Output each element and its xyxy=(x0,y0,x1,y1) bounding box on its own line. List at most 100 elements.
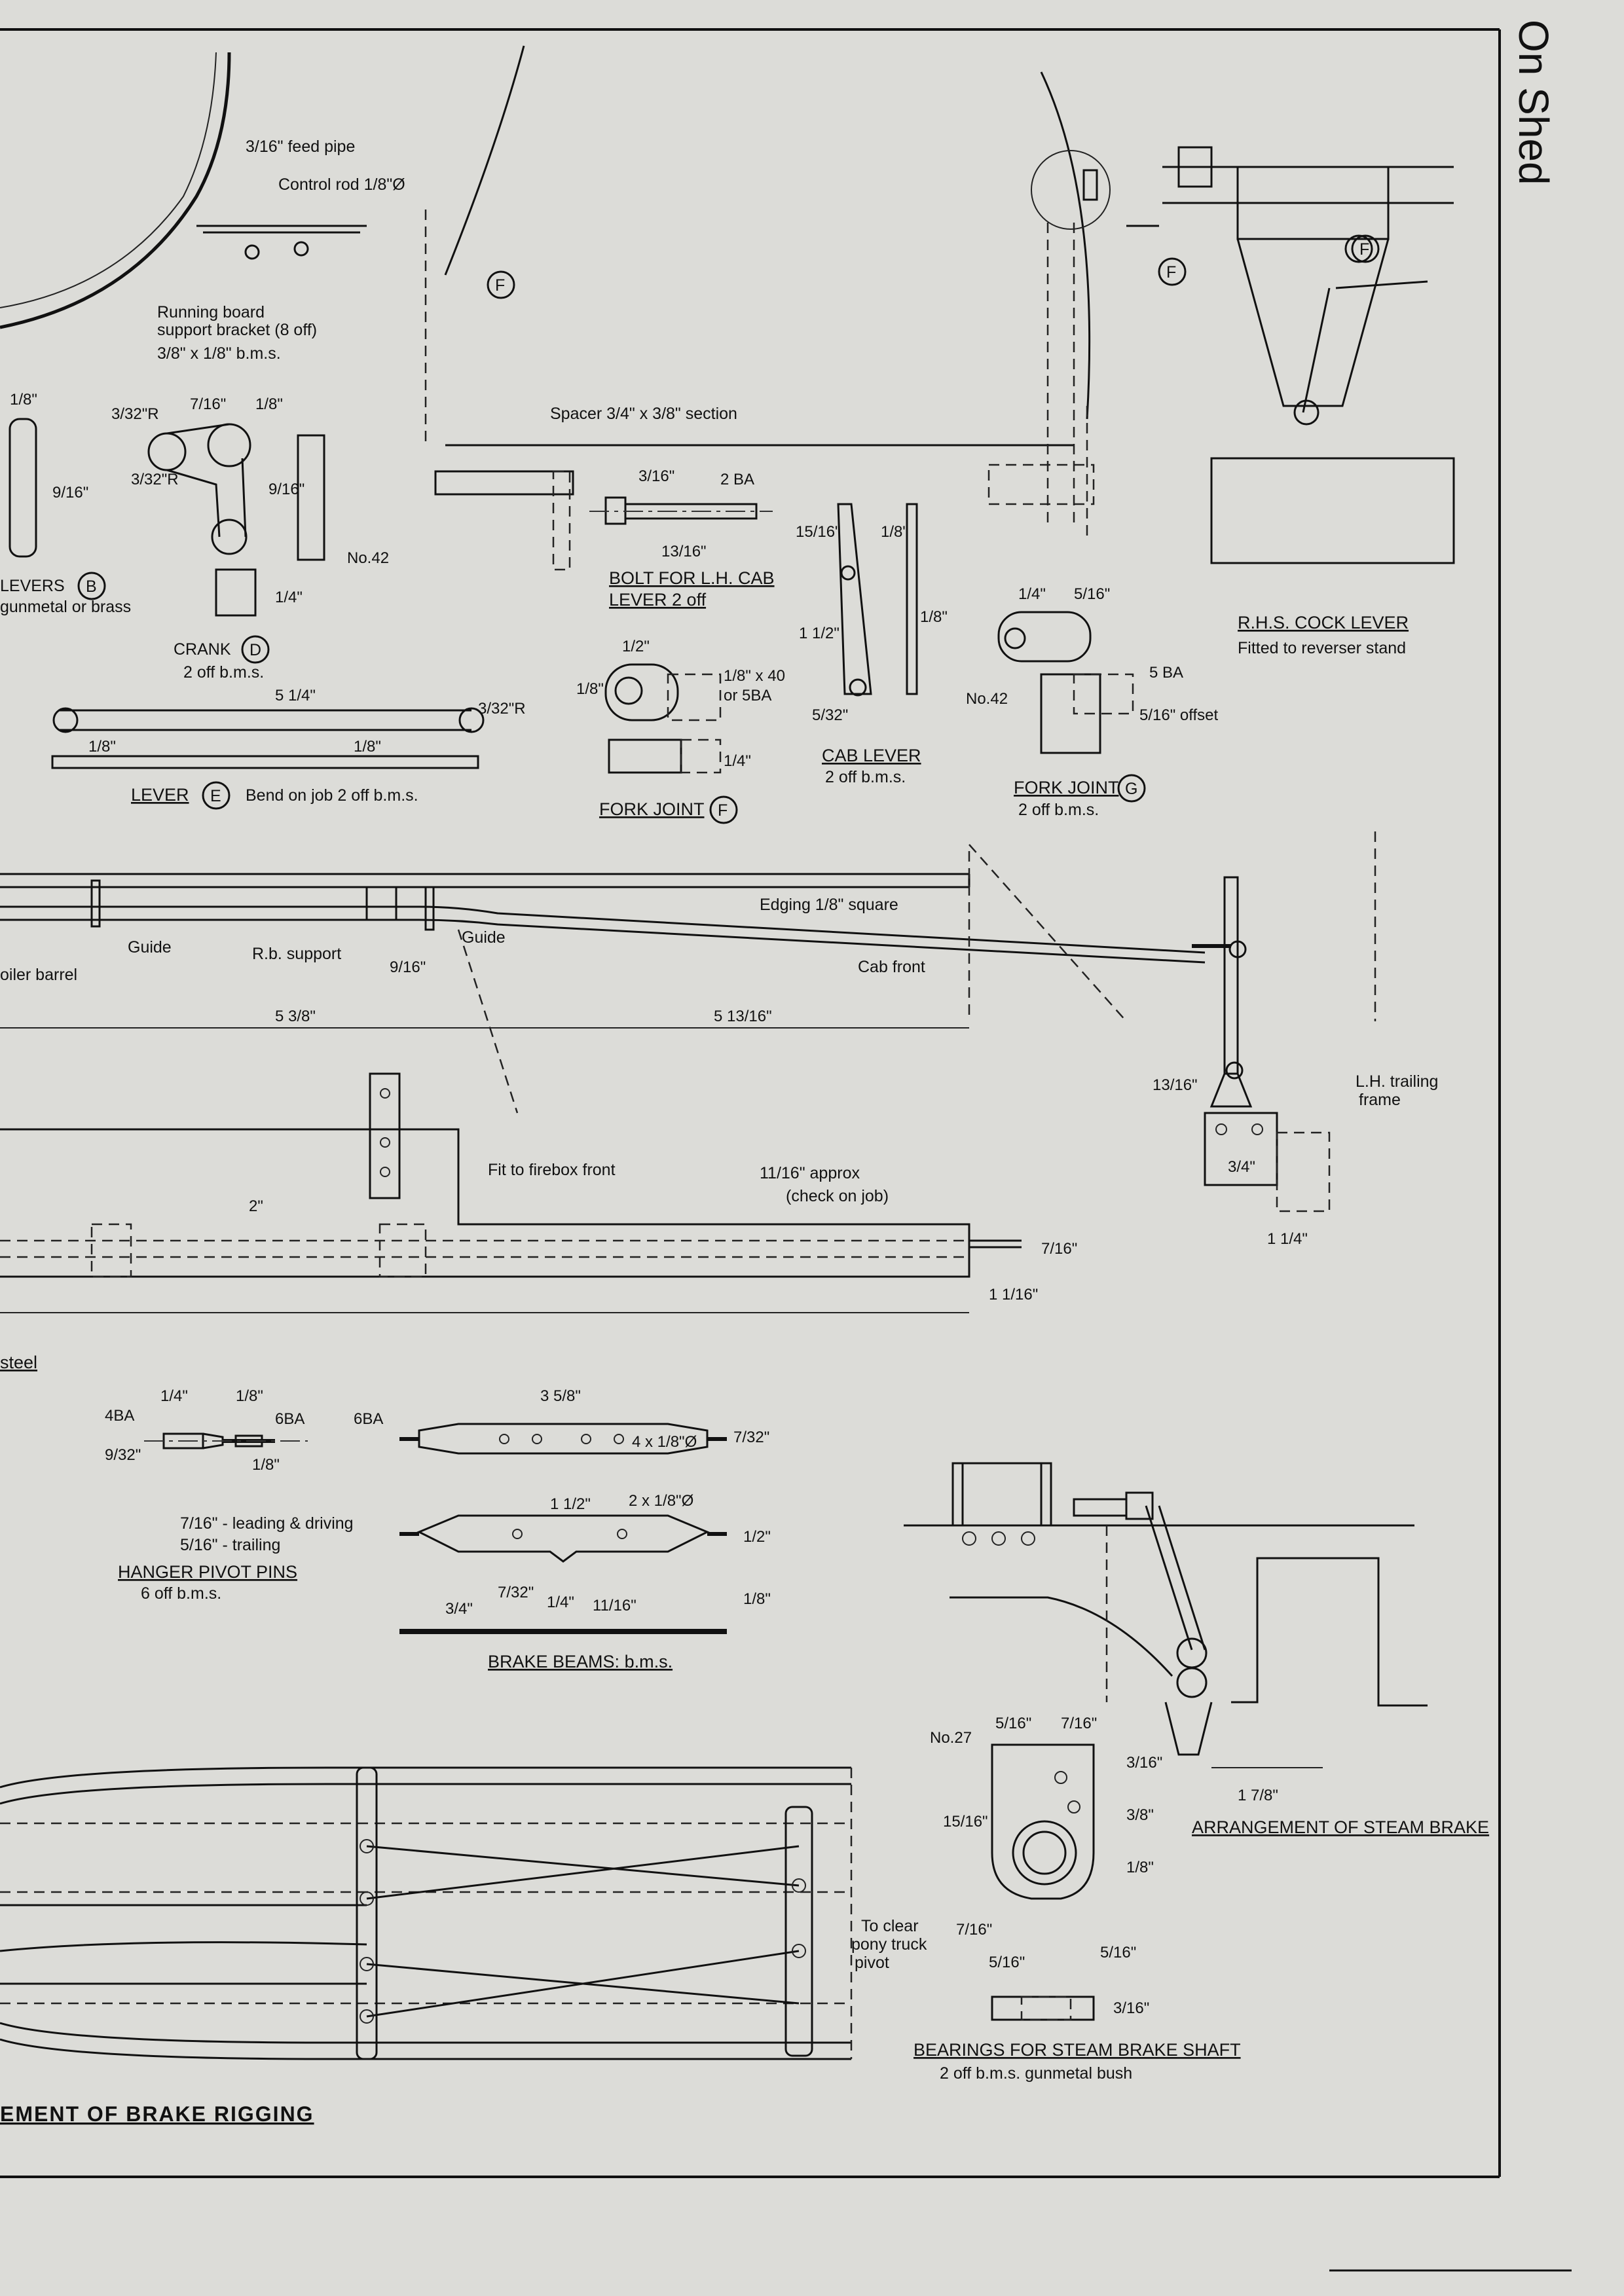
dim-13-16: 13/16" xyxy=(1153,1076,1198,1094)
svg-text:2 BA: 2 BA xyxy=(720,471,754,488)
pins-length-1: 7/16" - leading & driving xyxy=(180,1514,354,1533)
svg-text:3/16": 3/16" xyxy=(1113,1999,1149,2017)
svg-text:3/32"R: 3/32"R xyxy=(131,471,179,488)
callout-f-3: F xyxy=(1351,234,1380,263)
svg-text:1/8" x 40: 1/8" x 40 xyxy=(724,667,785,685)
lever-e-title: LEVER xyxy=(131,785,189,805)
fork-joint-g-title: FORK JOINT xyxy=(1014,778,1119,797)
pony-truck-label-2: pony truck xyxy=(851,1935,927,1954)
steel-label: steel xyxy=(0,1353,37,1372)
section-title: On Shed xyxy=(1510,20,1557,185)
svg-text:3/16": 3/16" xyxy=(1126,1754,1162,1772)
levers-b-title: LEVERS xyxy=(0,577,65,595)
page-border xyxy=(0,28,1572,2272)
svg-text:1 7/8": 1 7/8" xyxy=(1238,1787,1278,1804)
brake-rigging-title: EMENT OF BRAKE RIGGING xyxy=(0,2102,314,2126)
bearings-note: 2 off b.m.s. gunmetal bush xyxy=(940,2064,1132,2083)
svg-text:5/16": 5/16" xyxy=(1074,585,1110,603)
svg-text:7/16": 7/16" xyxy=(956,1921,992,1939)
guide-label-1: Guide xyxy=(128,938,172,957)
callout-f-4: F xyxy=(709,795,738,824)
svg-text:1/2": 1/2" xyxy=(743,1528,771,1546)
steam-brake-arrangement: 1 7/8" xyxy=(904,1462,1428,1804)
svg-text:6BA: 6BA xyxy=(354,1410,383,1428)
svg-text:1/8": 1/8" xyxy=(576,680,604,698)
svg-text:1/4": 1/4" xyxy=(1018,585,1046,603)
levers-b-part: 1/8" 9/16" xyxy=(9,391,88,558)
svg-text:6BA: 6BA xyxy=(275,1410,304,1428)
bolt-title-2: LEVER 2 off xyxy=(609,590,707,610)
svg-text:9/32": 9/32" xyxy=(105,1446,141,1464)
svg-text:5/16": 5/16" xyxy=(995,1715,1031,1732)
callout-f-2: F xyxy=(1158,257,1187,286)
dim-7-16-b: 7/16" xyxy=(1041,1240,1077,1258)
dim-3-4: 3/4" xyxy=(1228,1158,1255,1176)
svg-text:5 BA: 5 BA xyxy=(1149,664,1183,682)
fork-joint-g-part: 1/4" 5/16" 5 BA 5/16" offset No.42 xyxy=(966,585,1218,754)
svg-text:3/32"R: 3/32"R xyxy=(478,700,526,718)
svg-text:F: F xyxy=(1166,263,1176,282)
svg-text:1/8": 1/8" xyxy=(881,523,908,541)
boiler-barrel-label: oiler barrel xyxy=(0,966,77,984)
cab-lever-title: CAB LEVER xyxy=(822,746,921,765)
svg-text:5/32": 5/32" xyxy=(812,706,848,724)
svg-text:3/16": 3/16" xyxy=(638,467,674,485)
svg-text:No.42: No.42 xyxy=(966,690,1008,708)
support-elevation xyxy=(0,1072,1331,1313)
crank-d-note: 2 off b.m.s. xyxy=(183,663,264,682)
dim-1-1-4: 1 1/4" xyxy=(1267,1230,1308,1248)
svg-text:3 5/8": 3 5/8" xyxy=(540,1387,581,1405)
svg-text:1/8": 1/8" xyxy=(920,608,948,626)
rhs-cock-lever-note: Fitted to reverser stand xyxy=(1238,639,1406,657)
fit-firebox-label: Fit to firebox front xyxy=(488,1161,616,1179)
running-board-plan xyxy=(0,831,1376,1114)
dim-1-16: 1 1/16" xyxy=(989,1286,1038,1303)
callout-b: B xyxy=(77,572,106,600)
svg-text:1/8": 1/8" xyxy=(1126,1859,1154,1876)
edging-label: Edging 1/8" square xyxy=(760,896,898,914)
svg-text:B: B xyxy=(86,577,97,596)
bearings-part: No.27 5/16" 7/16" 15/16" 3/16" 3/8" 1/8"… xyxy=(930,1715,1162,2021)
fork-joint-g-note: 2 off b.m.s. xyxy=(1018,801,1099,819)
hanger-pivot-pins-part: 4BA 6BA 9/32" 1/4" 1/8" 1/8" xyxy=(105,1387,308,1474)
pins-length-2: 5/16" - trailing xyxy=(180,1536,280,1554)
svg-text:7/16": 7/16" xyxy=(1061,1715,1097,1732)
svg-text:4BA: 4BA xyxy=(105,1407,134,1425)
brake-beams-part: 6BA 3 5/8" 7/32" 4 x 1/8"Ø 2 x 1/8"Ø 1 1… xyxy=(354,1387,771,1634)
callout-d: D xyxy=(241,635,270,664)
dim-9-16: 9/16" xyxy=(390,958,426,976)
svg-text:5 1/4": 5 1/4" xyxy=(275,687,316,704)
svg-text:1/8": 1/8" xyxy=(10,391,37,409)
svg-text:3/32"R: 3/32"R xyxy=(111,405,159,423)
steam-brake-title: ARRANGEMENT OF STEAM BRAKE xyxy=(1192,1817,1489,1837)
control-rod-label: Control rod 1/8"Ø xyxy=(278,175,405,194)
svg-text:No.27: No.27 xyxy=(930,1729,972,1747)
brake-rigging-plan xyxy=(0,1766,853,2060)
svg-text:9/16": 9/16" xyxy=(52,484,88,501)
svg-text:No.42: No.42 xyxy=(347,549,389,567)
svg-text:1/8": 1/8" xyxy=(88,738,116,756)
svg-text:F: F xyxy=(718,801,728,820)
svg-text:E: E xyxy=(210,787,221,805)
dim-5-3-8: 5 3/8" xyxy=(275,1008,316,1025)
bracket-label-3: 3/8" x 1/8" b.m.s. xyxy=(157,344,281,363)
svg-text:1/2": 1/2" xyxy=(622,638,650,655)
svg-text:5/16": 5/16" xyxy=(1100,1944,1136,1961)
svg-text:or 5BA: or 5BA xyxy=(724,687,771,704)
svg-text:1/8": 1/8" xyxy=(255,395,283,413)
pony-truck-label-1: To clear xyxy=(861,1917,919,1935)
hanger-pivot-pins-note: 6 off b.m.s. xyxy=(141,1584,221,1603)
svg-text:7/32": 7/32" xyxy=(498,1584,534,1601)
svg-text:F: F xyxy=(495,276,505,295)
cab-front-label: Cab front xyxy=(858,958,925,976)
guide-label-2: Guide xyxy=(462,928,506,947)
boiler-cab-view xyxy=(0,45,1159,571)
callout-e: E xyxy=(202,781,231,810)
svg-text:7/16": 7/16" xyxy=(190,395,226,413)
approx-label-1: 11/16" approx xyxy=(760,1164,860,1182)
svg-text:1 1/2": 1 1/2" xyxy=(799,625,840,642)
svg-text:D: D xyxy=(249,641,261,659)
svg-text:1/8": 1/8" xyxy=(252,1456,280,1474)
bolt-title-1: BOLT FOR L.H. CAB xyxy=(609,568,775,588)
rhs-cock-lever-title: R.H.S. COCK LEVER xyxy=(1238,613,1409,632)
